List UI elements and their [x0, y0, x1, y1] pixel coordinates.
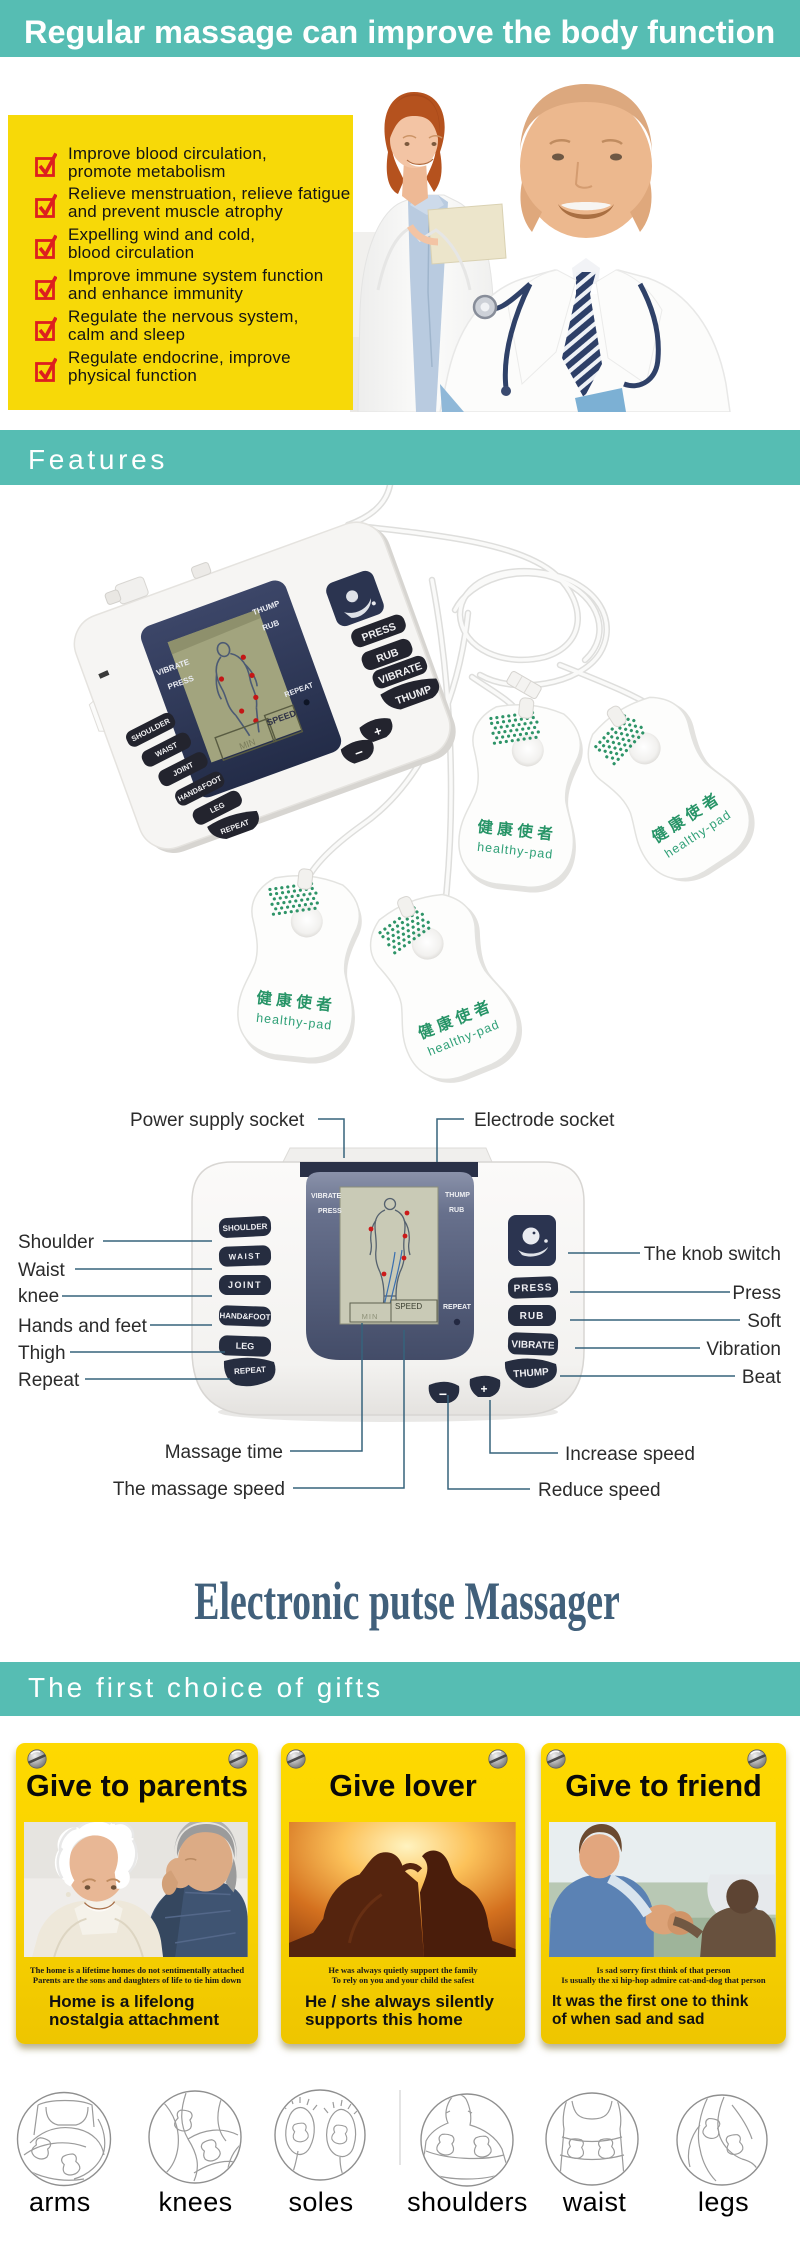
svg-text:−: −	[439, 1386, 447, 1402]
svg-text:THUMP: THUMP	[513, 1367, 550, 1380]
svg-text:Vibration: Vibration	[706, 1339, 781, 1360]
svg-text:knee: knee	[18, 1286, 59, 1307]
svg-text:REPEAT: REPEAT	[443, 1304, 472, 1311]
svg-text:Shoulder: Shoulder	[18, 1232, 95, 1253]
svg-text:Repeat: Repeat	[18, 1370, 80, 1391]
svg-text:MIN: MIN	[362, 1312, 379, 1321]
svg-text:Press: Press	[732, 1283, 781, 1304]
svg-text:SHOULDER: SHOULDER	[222, 1222, 268, 1233]
svg-text:Reduce speed: Reduce speed	[538, 1480, 661, 1501]
svg-text:PRESS: PRESS	[513, 1282, 552, 1294]
svg-text:Power supply socket: Power supply socket	[130, 1110, 305, 1131]
svg-text:JOINT: JOINT	[228, 1280, 262, 1290]
svg-text:Waist: Waist	[18, 1260, 66, 1281]
svg-text:Hands and feet: Hands and feet	[18, 1316, 148, 1337]
svg-text:Beat: Beat	[742, 1367, 782, 1388]
svg-text:+: +	[480, 1382, 487, 1396]
svg-text:VIBRATE: VIBRATE	[511, 1339, 555, 1352]
svg-text:The knob switch: The knob switch	[644, 1244, 781, 1265]
svg-text:WAIST: WAIST	[228, 1251, 261, 1261]
svg-text:Increase speed: Increase speed	[565, 1444, 695, 1465]
svg-text:Electrode socket: Electrode socket	[474, 1110, 615, 1131]
svg-text:SPEED: SPEED	[395, 1302, 422, 1311]
svg-text:Massage time: Massage time	[165, 1442, 283, 1463]
svg-text:THUMP: THUMP	[445, 1192, 470, 1199]
svg-text:RUB: RUB	[449, 1207, 464, 1214]
svg-text:Thigh: Thigh	[18, 1343, 66, 1364]
svg-text:VIBRATE: VIBRATE	[311, 1193, 342, 1200]
svg-text:REPEAT: REPEAT	[234, 1365, 267, 1376]
svg-text:LEG: LEG	[236, 1341, 255, 1352]
svg-text:Soft: Soft	[747, 1311, 782, 1332]
svg-text:RUB: RUB	[520, 1311, 545, 1322]
svg-text:HAND&FOOT: HAND&FOOT	[219, 1311, 271, 1322]
svg-text:PRESS: PRESS	[318, 1208, 342, 1215]
svg-text:The massage speed: The massage speed	[113, 1479, 285, 1500]
